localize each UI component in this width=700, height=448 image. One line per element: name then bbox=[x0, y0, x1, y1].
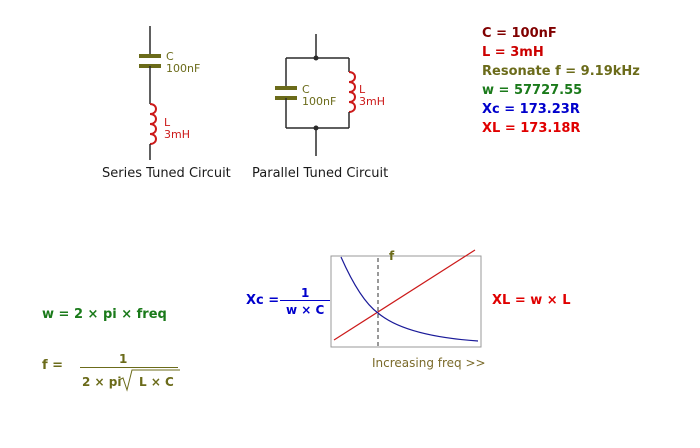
reactance-graph bbox=[330, 249, 482, 348]
results-panel: C = 100nF L = 3mH Resonate f = 9.19kHz w… bbox=[482, 24, 640, 138]
f-formula-denominator-prefix: 2 × pi bbox=[82, 375, 122, 389]
series-capacitor-value: 100nF bbox=[166, 62, 201, 75]
f-formula-fraction-bar bbox=[80, 367, 178, 368]
series-capacitor-letter: C bbox=[166, 50, 174, 63]
sqrt-radical-sign bbox=[118, 369, 180, 392]
parallel-capacitor-value: 100nF bbox=[302, 95, 337, 108]
xc-formula-denominator: w × C bbox=[280, 300, 331, 317]
series-inductor-label: L 3mH bbox=[164, 117, 190, 141]
series-inductor-letter: L bbox=[164, 116, 171, 129]
f-formula-label: f = bbox=[42, 358, 64, 373]
parallel-capacitor-letter: C bbox=[302, 83, 310, 96]
parallel-circuit bbox=[275, 34, 356, 156]
series-inductor-coil bbox=[149, 103, 157, 145]
result-inductive-reactance: XL = 173.18R bbox=[482, 121, 581, 136]
parallel-capacitor-label: C 100nF bbox=[302, 84, 336, 108]
series-capacitor-label: C 100nF bbox=[166, 51, 200, 75]
series-circuit-caption: Series Tuned Circuit bbox=[102, 166, 231, 181]
omega-formula: w = 2 × pi × freq bbox=[42, 307, 167, 322]
result-capacitive-reactance: Xc = 173.23R bbox=[482, 102, 580, 117]
xl-line bbox=[333, 249, 476, 341]
series-inductor-value: 3mH bbox=[164, 128, 190, 141]
f-formula-radicand: L × C bbox=[139, 375, 174, 389]
xc-formula-label: Xc = bbox=[246, 293, 280, 308]
parallel-circuit-caption: Parallel Tuned Circuit bbox=[252, 166, 389, 181]
result-resonant-frequency: Resonate f = 9.19kHz bbox=[482, 64, 640, 79]
parallel-inductor-letter: L bbox=[359, 83, 366, 96]
series-circuit bbox=[139, 26, 161, 160]
graph-x-axis-label: Increasing freq >> bbox=[372, 356, 486, 370]
result-angular-frequency: w = 57727.55 bbox=[482, 83, 583, 98]
xl-formula: XL = w × L bbox=[492, 293, 571, 308]
xc-formula-fraction: 1 w × C bbox=[280, 286, 331, 317]
xc-curve bbox=[340, 256, 479, 342]
result-capacitance: C = 100nF bbox=[482, 26, 557, 41]
result-inductance: L = 3mH bbox=[482, 45, 544, 60]
resonance-marker-label: f bbox=[389, 249, 395, 263]
parallel-inductor-label: L 3mH bbox=[359, 84, 385, 108]
f-formula-numerator: 1 bbox=[119, 352, 128, 366]
xc-formula-numerator: 1 bbox=[300, 286, 310, 300]
parallel-inductor-coil bbox=[348, 71, 356, 113]
graph-frame bbox=[330, 255, 482, 348]
parallel-inductor-value: 3mH bbox=[359, 95, 385, 108]
